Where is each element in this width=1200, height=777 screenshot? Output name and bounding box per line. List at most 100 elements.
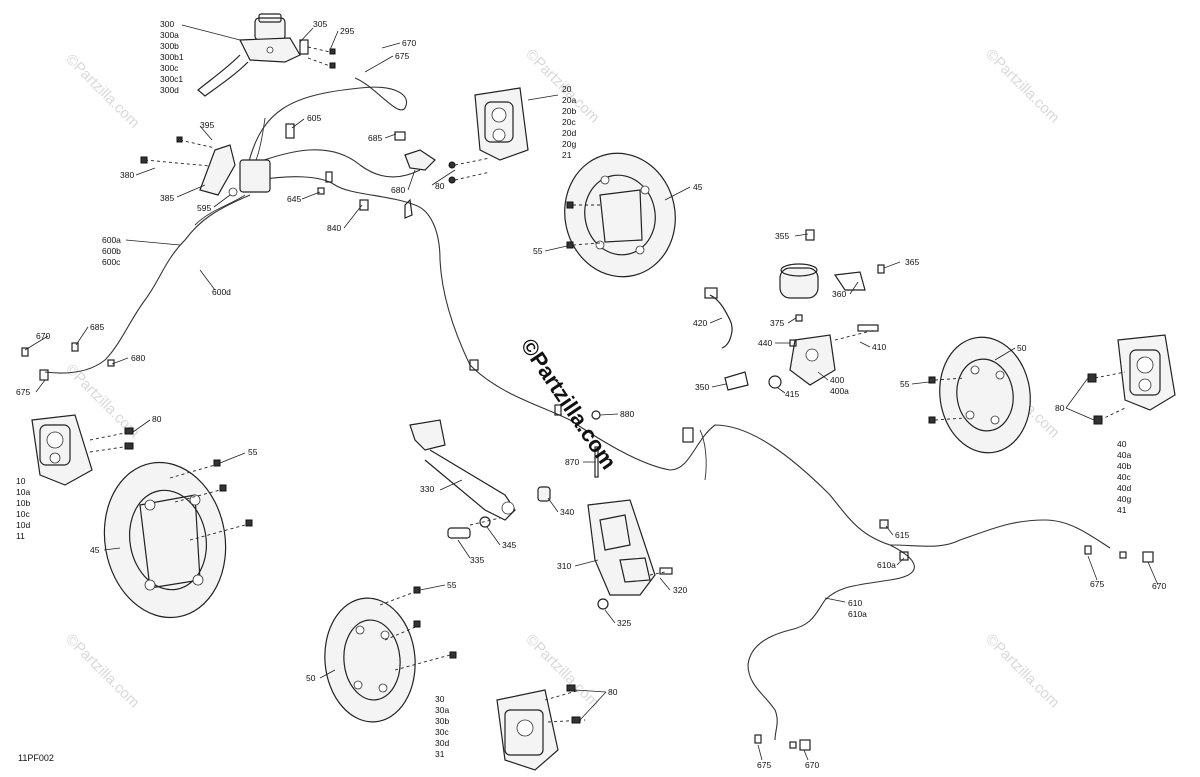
callout-30a: 30a — [435, 705, 449, 715]
callout-20c: 20c — [562, 117, 576, 127]
callout-80-left: 80 — [152, 414, 162, 424]
callout-11: 11 — [16, 531, 25, 541]
callout-20a: 20a — [562, 95, 576, 105]
callout-680-left: 680 — [131, 353, 145, 363]
callout-300b: 300b — [160, 41, 179, 51]
callout-20: 20 — [562, 84, 572, 94]
watermark-top-right: ©Partzilla.com — [982, 46, 1063, 127]
callout-610a: 610a — [848, 609, 867, 619]
callout-300d: 300d — [160, 85, 179, 95]
callout-400: 400 — [830, 375, 844, 385]
callout-55-right: 55 — [900, 379, 910, 389]
callout-50-bottom: 50 — [306, 673, 316, 683]
callout-41: 41 — [1117, 505, 1127, 515]
callout-675-left: 675 — [16, 387, 30, 397]
callout-320: 320 — [673, 585, 687, 595]
callout-600a: 600a — [102, 235, 121, 245]
leader-lines — [24, 24, 1159, 761]
callout-300c: 300c — [160, 63, 179, 73]
callout-375: 375 — [770, 318, 784, 328]
callout-685-top: 685 — [368, 133, 382, 143]
brake-pedal — [409, 410, 601, 539]
callout-30d: 30d — [435, 738, 449, 748]
callout-55-top: 55 — [533, 246, 543, 256]
callout-350: 350 — [695, 382, 709, 392]
callout-410: 410 — [872, 342, 886, 352]
callout-50-right: 50 — [1017, 343, 1027, 353]
callout-20g: 20g — [562, 139, 576, 149]
callout-345: 345 — [502, 540, 516, 550]
callout-675-top: 675 — [395, 51, 409, 61]
callout-20d: 20d — [562, 128, 576, 138]
callout-645: 645 — [287, 194, 301, 204]
callout-615: 615 — [895, 530, 909, 540]
callout-670-left: 670 — [36, 331, 50, 341]
callout-40a: 40a — [1117, 450, 1131, 460]
brake-disc-left — [103, 459, 253, 619]
callout-310: 310 — [557, 561, 571, 571]
callout-20b: 20b — [562, 106, 576, 116]
callout-670-bottom: 670 — [805, 760, 819, 770]
callout-10: 10 — [16, 476, 26, 486]
callout-610: 610 — [848, 598, 862, 608]
callout-400a: 400a — [830, 386, 849, 396]
callout-595: 595 — [197, 203, 211, 213]
callout-45-left: 45 — [90, 545, 100, 555]
callout-870: 870 — [565, 457, 579, 467]
callout-labels: 300 300a 300b 300b1 300c 300c1 300d 305 … — [16, 19, 1166, 770]
callout-880: 880 — [620, 409, 634, 419]
callout-330: 330 — [420, 484, 434, 494]
callout-300: 300 — [160, 19, 174, 29]
callout-295: 295 — [340, 26, 354, 36]
callout-395: 395 — [200, 120, 214, 130]
callout-600b: 600b — [102, 246, 121, 256]
callout-340: 340 — [560, 507, 574, 517]
callout-10d: 10d — [16, 520, 30, 530]
callout-600c: 600c — [102, 257, 121, 267]
callout-675-bottom: 675 — [757, 760, 771, 770]
diagram-code: 11PF002 — [18, 753, 54, 763]
caliper-40 — [1087, 334, 1176, 425]
callout-355: 355 — [775, 231, 789, 241]
pedal-bracket — [587, 499, 673, 610]
caliper-20 — [448, 87, 529, 184]
callout-10a: 10a — [16, 487, 30, 497]
caliper-30 — [496, 684, 586, 771]
callout-670-right: 670 — [1152, 581, 1166, 591]
watermark-top-left: ©Partzilla.com — [62, 51, 143, 132]
callout-31: 31 — [435, 749, 445, 759]
callout-55-left: 55 — [248, 447, 258, 457]
callout-385: 385 — [160, 193, 174, 203]
callout-30: 30 — [435, 694, 445, 704]
callout-365: 365 — [905, 257, 919, 267]
callout-670-top: 670 — [402, 38, 416, 48]
callout-55-bottom: 55 — [447, 580, 457, 590]
callout-415: 415 — [785, 389, 799, 399]
callout-325: 325 — [617, 618, 631, 628]
callout-605: 605 — [307, 113, 321, 123]
watermark-bottom-left: ©Partzilla.com — [62, 631, 143, 712]
watermark-bottom-right: ©Partzilla.com — [982, 631, 1063, 712]
callout-40: 40 — [1117, 439, 1127, 449]
callout-680-top: 680 — [391, 185, 405, 195]
callout-335: 335 — [470, 555, 484, 565]
callout-80-bottom: 80 — [608, 687, 618, 697]
callout-45-top: 45 — [693, 182, 703, 192]
callout-840: 840 — [327, 223, 341, 233]
front-master-cylinder — [197, 13, 336, 97]
front-bracket-assembly — [140, 123, 436, 219]
callout-440: 440 — [758, 338, 772, 348]
callout-40g: 40g — [1117, 494, 1131, 504]
brake-disc-right — [928, 336, 1031, 454]
callout-675-right: 675 — [1090, 579, 1104, 589]
brake-disc-bottom — [324, 586, 457, 723]
callout-30b: 30b — [435, 716, 449, 726]
callout-300c1: 300c1 — [160, 74, 183, 84]
callout-360: 360 — [832, 289, 846, 299]
callout-80-top: 80 — [435, 181, 445, 191]
caliper-10 — [21, 342, 134, 486]
callout-305: 305 — [313, 19, 327, 29]
brake-disc-top — [564, 152, 676, 278]
callout-30c: 30c — [435, 727, 449, 737]
